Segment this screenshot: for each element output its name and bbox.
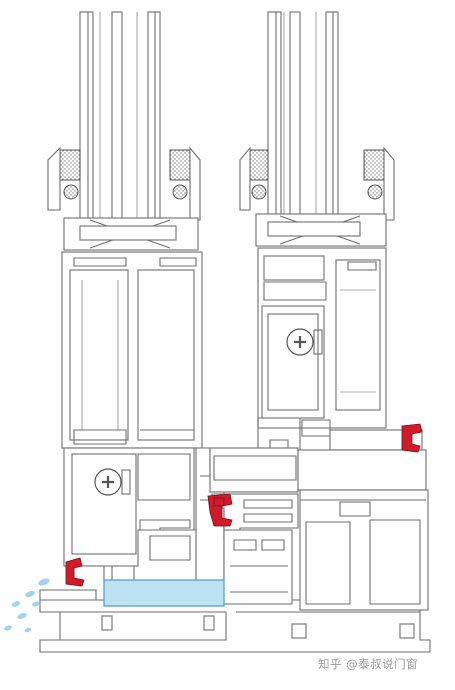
water-droplet-icon <box>4 578 50 633</box>
left-glazing-gaskets <box>47 146 201 221</box>
screw-head-icon <box>94 468 131 496</box>
right-glazing-unit <box>267 11 339 219</box>
left-glazing-unit <box>79 11 161 225</box>
weather-seals <box>65 423 423 587</box>
water-in-sill <box>103 579 225 607</box>
screw-head-icon <box>286 328 323 356</box>
right-glazing-gaskets <box>239 146 395 221</box>
right-sash-hardware-chamber <box>261 305 325 419</box>
watermark-text: 知乎 @泰叔说门窗 <box>318 657 419 671</box>
outer-frame-right-track <box>297 449 429 611</box>
outer-frame-sill <box>39 589 431 653</box>
left-glazing-bead <box>63 217 199 251</box>
outer-frame-center-mullion <box>195 447 299 601</box>
right-glazing-bead <box>255 213 387 247</box>
left-sash-frame <box>61 251 203 449</box>
interlock-profile <box>211 493 299 605</box>
